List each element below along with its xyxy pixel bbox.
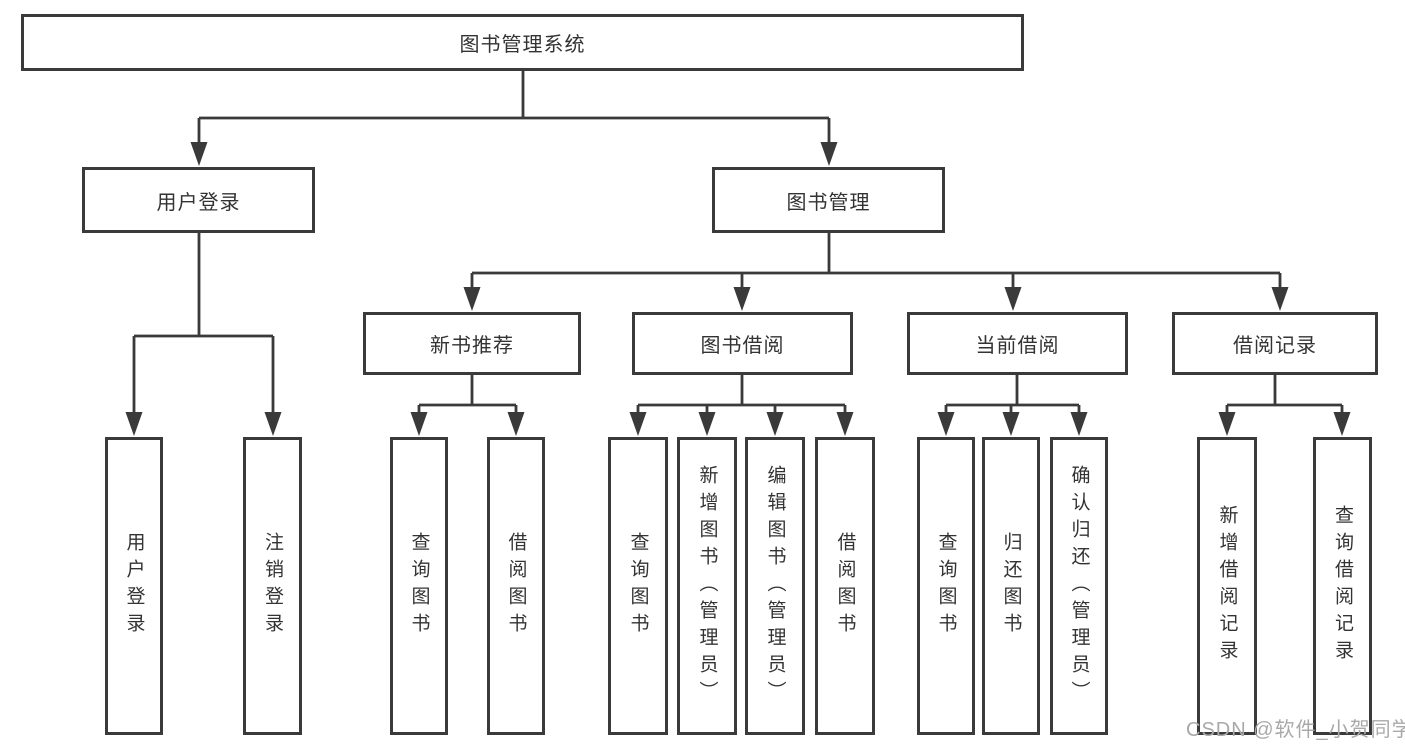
arrow-icon: [463, 287, 481, 311]
leaf-borrow-book-recommend: 借阅图书: [487, 437, 545, 735]
leaf-add-book-admin: 新增图书（管理员）: [677, 437, 737, 735]
connector-bookmgmt-to-level3: [470, 233, 1282, 290]
arrow-icon: [937, 412, 955, 436]
arrowheads: [125, 142, 1351, 436]
leaf-add-borrow-record: 新增借阅记录: [1197, 437, 1257, 735]
connector-currentborrow-to-leaves: [944, 375, 1081, 415]
arrow-icon: [1070, 412, 1088, 436]
node-new-book-recommend: 新书推荐: [363, 312, 581, 375]
leaf-return-book: 归还图书: [982, 437, 1040, 735]
arrow-icon: [698, 412, 716, 436]
arrow-icon: [410, 412, 428, 436]
arrow-icon: [733, 287, 751, 311]
arrow-icon: [1218, 412, 1236, 436]
arrow-icon: [264, 412, 282, 436]
connector-borrowrecord-to-leaves: [1225, 375, 1344, 415]
leaf-query-book-recommend: 查询图书: [390, 437, 448, 735]
leaf-borrow-book: 借阅图书: [815, 437, 875, 735]
arrow-icon: [125, 412, 143, 436]
node-library-system: 图书管理系统: [21, 14, 1024, 71]
node-book-management: 图书管理: [712, 167, 945, 233]
leaf-edit-book-admin: 编辑图书（管理员）: [745, 437, 805, 735]
arrow-icon: [629, 412, 647, 436]
node-current-borrowing: 当前借阅: [907, 312, 1128, 375]
leaf-query-borrow-record: 查询借阅记录: [1313, 437, 1372, 735]
leaf-query-book-current: 查询图书: [917, 437, 975, 735]
connector-root-to-level2: [197, 71, 831, 144]
leaf-user-login: 用户登录: [105, 437, 163, 735]
arrow-icon: [766, 412, 784, 436]
node-borrowing-records: 借阅记录: [1172, 312, 1378, 375]
connector-newbookrec-to-leaves: [417, 375, 518, 415]
arrow-icon: [1333, 412, 1351, 436]
leaf-confirm-return-admin: 确认归还（管理员）: [1050, 437, 1108, 735]
connector-bookborrow-to-leaves: [636, 375, 847, 415]
node-book-borrowing: 图书借阅: [632, 312, 853, 375]
arrow-icon: [1271, 287, 1289, 311]
arrow-icon: [1002, 412, 1020, 436]
arrow-icon: [836, 412, 854, 436]
arrow-icon: [1004, 287, 1022, 311]
leaf-logout: 注销登录: [243, 437, 302, 735]
arrow-icon: [820, 142, 838, 166]
leaf-query-book-borrow: 查询图书: [608, 437, 668, 735]
arrow-icon: [190, 142, 208, 166]
arrow-icon: [507, 412, 525, 436]
csdn-watermark: CSDN @软件_小贺同学: [1186, 719, 1405, 741]
node-user-login: 用户登录: [82, 167, 315, 233]
connector-userlogin-to-leaves: [132, 233, 275, 415]
